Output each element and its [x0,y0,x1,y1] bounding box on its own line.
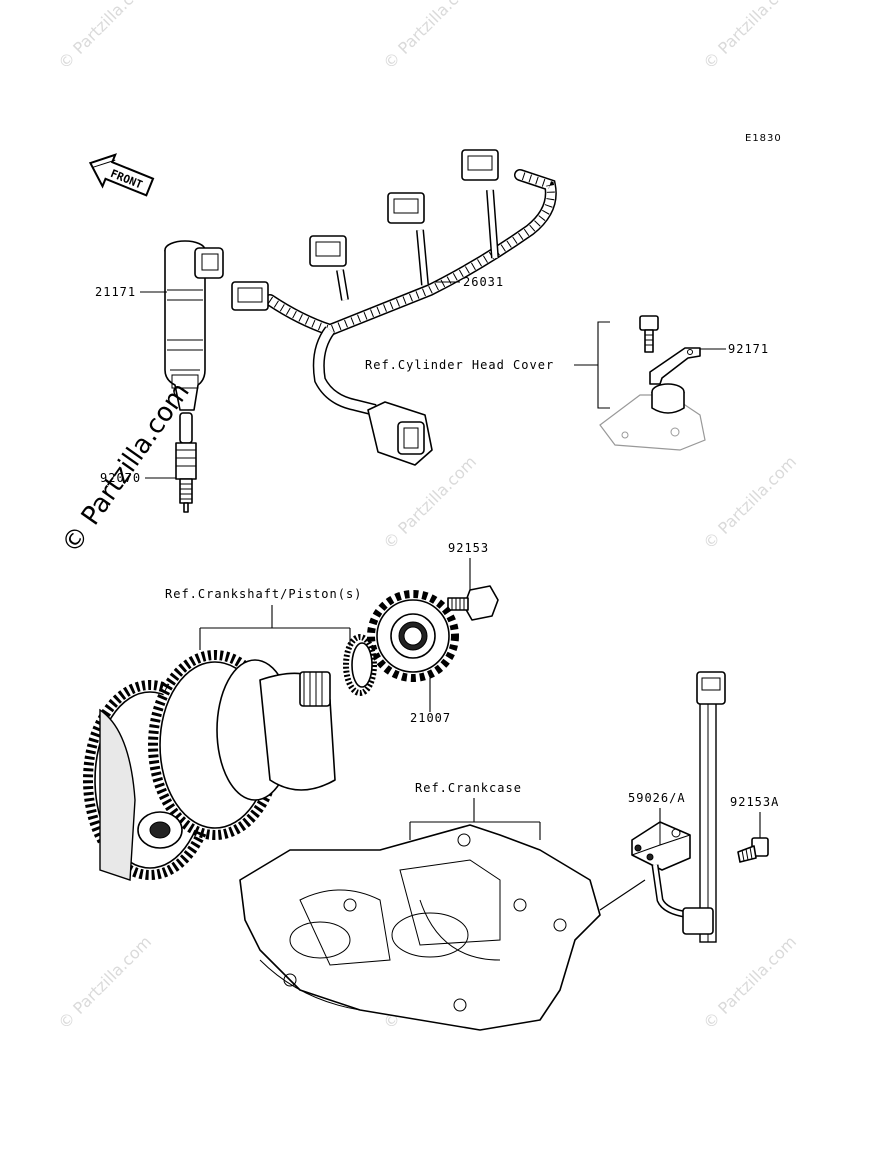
cylinder-head-cover-fragment [599,383,706,451]
crankcase [239,824,601,1031]
ref-crankshaft-piston: Ref.Crankshaft/Piston(s) [165,587,362,601]
pickup-bolt [737,837,769,863]
ref-crankcase: Ref.Crankcase [415,781,522,795]
rotor-bolt [447,585,499,621]
label-bracket: 92171 [728,342,769,356]
front-arrow-icon: FRONT [88,153,155,197]
pickup-coil [631,671,726,943]
watermark: © Partzilla.com [379,452,480,553]
label-spark-plug: 92070 [100,471,141,485]
crankshaft-assembly [83,634,377,881]
bracket [649,347,701,385]
ref-bracket-cylinder-head [597,321,610,409]
label-bolt-pickup: 92153A [730,795,779,809]
label-ignition-coil: 21171 [95,285,136,299]
harness-connector [231,281,269,311]
wiring-harness [231,149,557,466]
ref-bracket-crankcase [409,821,541,840]
label-timing-rotor: 21007 [410,711,451,725]
harness-connector [387,192,425,224]
harness-main-connector [367,401,433,466]
leader-pickup-to-crankcase [599,879,646,911]
spark-plug [175,412,197,513]
ref-cylinder-head-cover: Ref.Cylinder Head Cover [365,358,554,372]
bracket-bolt [639,315,659,353]
watermark: © Partzilla.com [54,0,155,73]
timing-rotor [367,590,459,682]
ignition-coil [164,240,224,411]
label-harness: 26031 [463,275,504,289]
diagram-code: E1830 [745,133,782,144]
harness-connector [309,235,347,267]
watermark: © Partzilla.com [379,0,480,73]
ref-bracket-crankshaft [199,627,351,650]
label-bolt-rotor: 92153 [448,541,489,555]
harness-connector [461,149,499,181]
watermark: © Partzilla.com [699,0,800,73]
watermark: © Partzilla.com [699,452,800,553]
label-pickup-coil: 59026/A [628,791,686,805]
watermark: © Partzilla.com [54,932,155,1033]
watermark-large: © Partzilla.com [56,377,196,559]
watermark: © Partzilla.com [699,932,800,1033]
